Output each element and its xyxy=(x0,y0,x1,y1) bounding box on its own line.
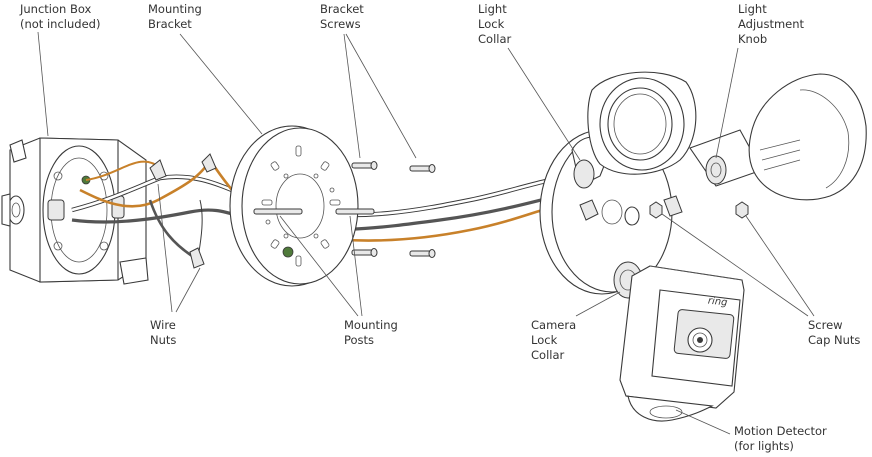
label-line: Junction Box xyxy=(20,2,92,16)
label-screw-cap-nuts: Screw Cap Nuts xyxy=(808,318,860,348)
label-line: Motion Detector xyxy=(734,424,827,438)
label-line: Camera xyxy=(531,318,577,332)
label-line: Bracket xyxy=(320,2,364,16)
camera-brand-logo: ring xyxy=(707,296,728,309)
label-line: Mounting xyxy=(344,318,398,332)
label-mounting-bracket: Mounting Bracket xyxy=(148,2,202,32)
screw-cap-nuts xyxy=(649,201,749,219)
label-line: Knob xyxy=(738,32,768,46)
mounting-bracket xyxy=(229,125,359,287)
label-line: Screws xyxy=(320,17,361,31)
label-line: Nuts xyxy=(150,333,177,347)
label-line: Collar xyxy=(478,32,512,46)
label-line: Adjustment xyxy=(738,17,805,31)
bracket-screws xyxy=(351,161,436,258)
camera-unit: ring xyxy=(613,261,745,409)
label-line: Light xyxy=(478,2,507,16)
label-junction-box: Junction Box (not included) xyxy=(20,2,100,32)
label-light-adjustment-knob: Light Adjustment Knob xyxy=(738,2,804,47)
leader-lines xyxy=(37,31,815,435)
label-line: Collar xyxy=(531,348,565,362)
label-motion-detector: Motion Detector (for lights) xyxy=(734,424,827,454)
motion-detector xyxy=(625,395,714,422)
label-line: Wire xyxy=(150,318,176,332)
mounting-posts xyxy=(253,208,375,215)
label-line: Posts xyxy=(344,333,375,347)
label-line: Screw xyxy=(808,318,843,332)
label-line: Light xyxy=(738,2,767,16)
label-line: Bracket xyxy=(148,17,192,31)
label-light-lock-collar: Light Lock Collar xyxy=(478,2,511,47)
light-head-left xyxy=(571,71,697,189)
label-line: (not included) xyxy=(20,17,101,31)
label-line: (for lights) xyxy=(734,439,794,453)
label-line: Mounting xyxy=(148,2,202,16)
light-head-right xyxy=(689,73,867,201)
label-line: Lock xyxy=(531,333,558,347)
label-bracket-screws: Bracket Screws xyxy=(320,2,364,32)
label-wire-nuts: Wire Nuts xyxy=(150,318,176,348)
label-line: Lock xyxy=(478,17,505,31)
label-mounting-posts: Mounting Posts xyxy=(344,318,398,348)
label-line: Cap Nuts xyxy=(808,333,861,347)
wire-nuts xyxy=(149,153,217,269)
label-camera-lock-collar: Camera Lock Collar xyxy=(531,318,576,363)
